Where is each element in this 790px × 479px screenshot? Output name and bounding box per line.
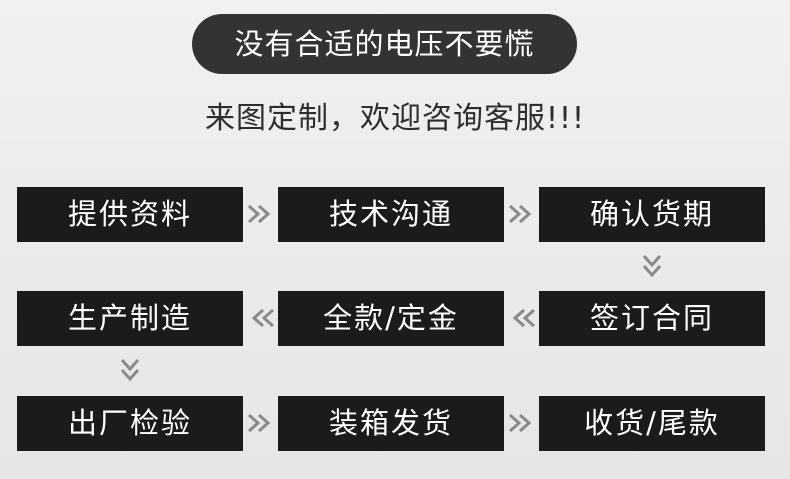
arrow-right-icon: [507, 408, 537, 438]
step-packing-shipping: 装箱发货: [278, 396, 504, 451]
arrow-left-icon: [507, 303, 537, 333]
step-provide-materials: 提供资料: [17, 187, 243, 242]
step-receive-final-payment: 收货/尾款: [539, 396, 765, 451]
arrow-right-icon: [507, 199, 537, 229]
arrow-down-icon: [115, 357, 145, 387]
step-factory-inspection: 出厂检验: [17, 396, 243, 451]
step-production: 生产制造: [17, 291, 243, 346]
headline-banner: 没有合适的电压不要慌: [192, 14, 577, 74]
arrow-right-icon: [246, 199, 276, 229]
arrow-down-icon: [637, 253, 667, 283]
step-sign-contract: 签订合同: [539, 291, 765, 346]
step-confirm-delivery: 确认货期: [539, 187, 765, 242]
arrow-left-icon: [246, 303, 276, 333]
step-tech-communication: 技术沟通: [278, 187, 504, 242]
subtitle-text: 来图定制，欢迎咨询客服!!!: [204, 101, 586, 136]
arrow-right-icon: [246, 408, 276, 438]
step-payment-deposit: 全款/定金: [278, 291, 504, 346]
headline-text: 没有合适的电压不要慌: [234, 27, 535, 61]
